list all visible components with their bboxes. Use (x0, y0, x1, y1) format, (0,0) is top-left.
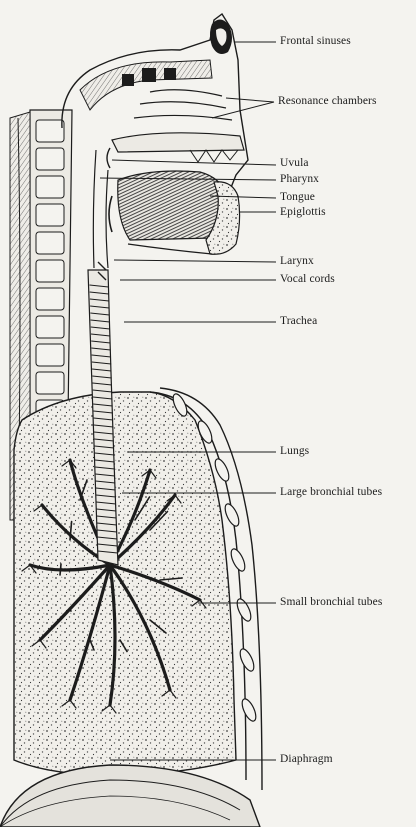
vertebra (36, 344, 64, 366)
label-lungs: Lungs (280, 445, 309, 457)
rib-section (212, 457, 231, 483)
label-resonance-chambers: Resonance chambers (278, 95, 377, 107)
diaphragm-shape (0, 765, 260, 827)
head-section (62, 14, 248, 280)
vertebra (36, 232, 64, 254)
label-large-bronchial-tubes: Large bronchial tubes (280, 486, 382, 498)
vertebra (36, 148, 64, 170)
rib-section (239, 697, 258, 723)
label-small-bronchial-tubes: Small bronchial tubes (280, 596, 382, 608)
label-epiglottis: Epiglottis (280, 206, 326, 218)
rib-section (228, 547, 247, 573)
lungs-shape (14, 392, 236, 775)
vertebra (36, 120, 64, 142)
vertebra (36, 204, 64, 226)
label-uvula: Uvula (280, 157, 309, 169)
vertebra (36, 260, 64, 282)
label-frontal-sinuses: Frontal sinuses (280, 35, 351, 47)
label-trachea: Trachea (280, 315, 317, 327)
rib-section (222, 502, 241, 528)
rib-section (234, 597, 253, 623)
vertebra (36, 372, 64, 394)
vertebra (36, 176, 64, 198)
label-pharynx: Pharynx (280, 173, 319, 185)
vertebra (36, 288, 64, 310)
label-tongue: Tongue (280, 191, 315, 203)
rib-section (237, 647, 256, 673)
label-diaphragm: Diaphragm (280, 753, 333, 765)
label-vocal-cords: Vocal cords (280, 273, 335, 285)
small-bronchial-tube (70, 610, 71, 611)
label-larynx: Larynx (280, 255, 314, 267)
vertebra (36, 316, 64, 338)
small-bronchial-tube (60, 564, 61, 575)
